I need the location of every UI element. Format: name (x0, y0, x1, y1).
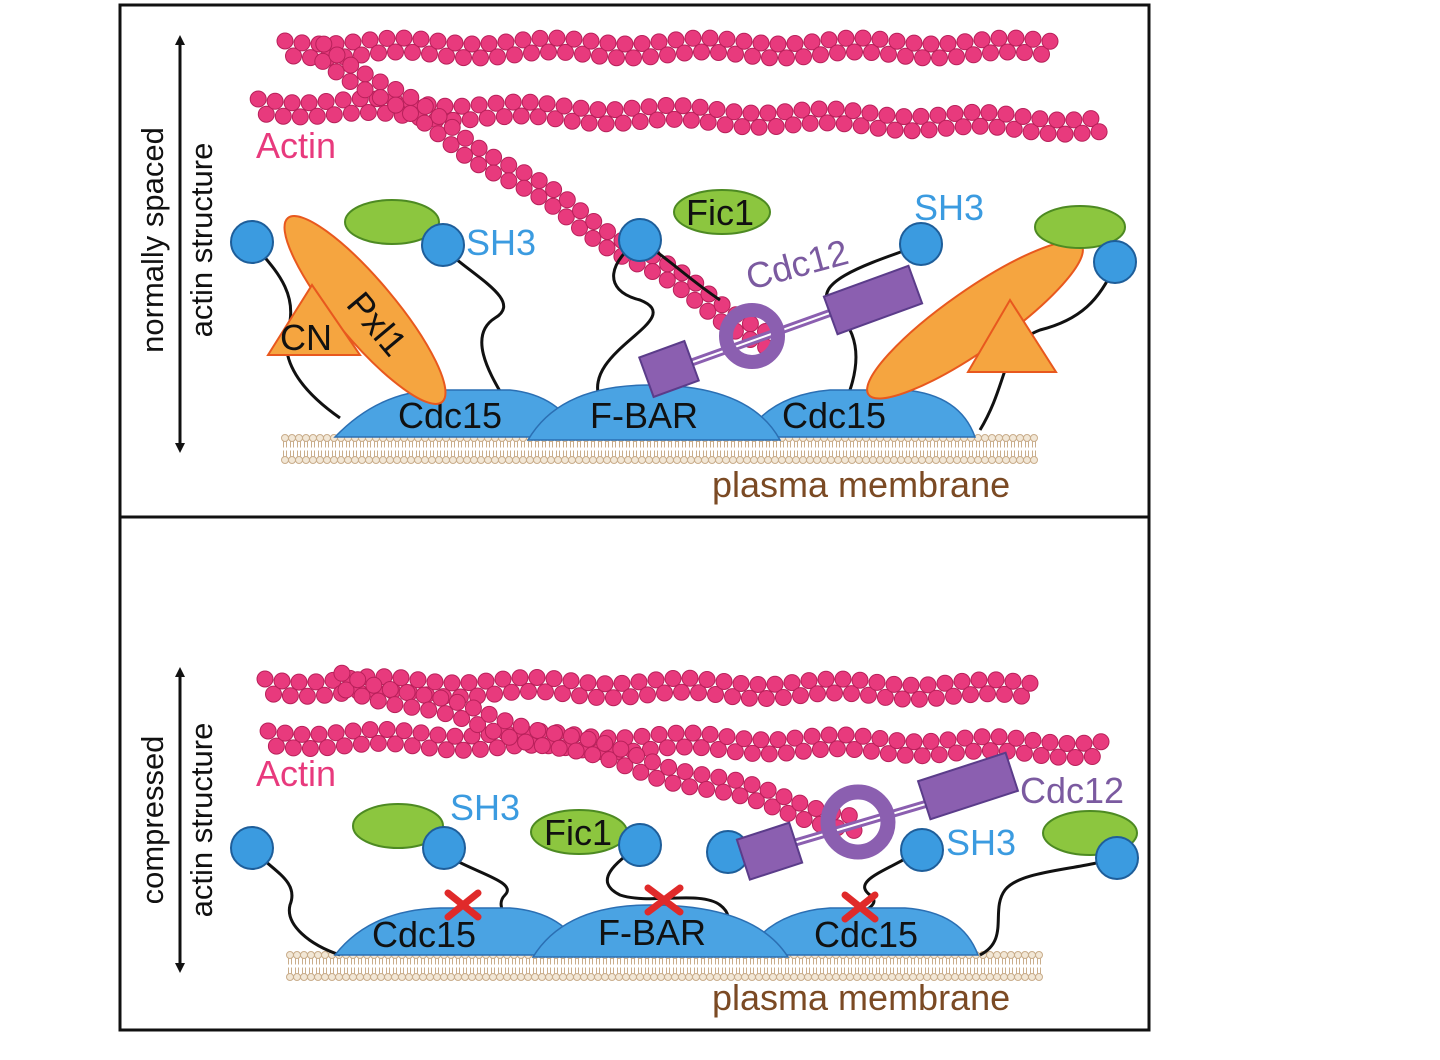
cn-label: CN (280, 317, 332, 358)
cdc12-label: Cdc12 (1020, 770, 1124, 811)
cdc12-dimer (637, 264, 924, 399)
fic1-protein (673, 189, 771, 235)
fbar-label: F-BAR (590, 395, 698, 436)
sh3-label-right: SH3 (914, 187, 984, 228)
actin-filaments (249, 29, 1108, 356)
sh3-domain (1093, 240, 1137, 284)
cdc15-right-label: Cdc15 (782, 395, 886, 436)
side-label-line1: compressed (135, 736, 170, 905)
cdc12-label: Cdc12 (741, 231, 852, 298)
sh3-domain (900, 828, 944, 872)
sh3-label-left: SH3 (450, 787, 520, 828)
cdc12-dimer (735, 751, 1020, 881)
membrane-label: plasma membrane (712, 977, 1010, 1018)
panel-bottom-frame (118, 515, 1151, 1032)
fic1-label: Fic1 (686, 192, 754, 233)
cn-protein (266, 283, 362, 356)
sh3-label-left: SH3 (466, 222, 536, 263)
fic1-label: Fic1 (544, 812, 612, 853)
x-mark-icon (841, 891, 879, 923)
sh3-domain (618, 823, 662, 867)
side-label-line2: actin structure (184, 723, 219, 918)
x-mark-icon (444, 889, 482, 921)
side-label-line1: normally spaced (135, 127, 170, 353)
cdc15-left-label: Cdc15 (372, 914, 476, 955)
sh3-domain (230, 826, 274, 870)
cdc15-left-label: Cdc15 (398, 395, 502, 436)
green-protein-right (1034, 205, 1126, 249)
sh3-domain (618, 218, 662, 262)
panel-bottom: compressed actin structure Actin plasma … (135, 664, 1139, 1018)
fbar-label: F-BAR (598, 912, 706, 953)
actin-label: Actin (256, 753, 336, 794)
pxl1-protein-right (866, 240, 1084, 400)
panel-top: normally spaced actin structure Actin pl… (135, 29, 1137, 505)
x-mark-icon (644, 884, 684, 916)
membrane-label: plasma membrane (712, 464, 1010, 505)
actin-filaments (256, 664, 1110, 839)
side-label-line2: actin structure (184, 143, 219, 338)
green-protein (352, 803, 444, 849)
sh3-domain (230, 220, 274, 264)
cdc15-right-label: Cdc15 (814, 914, 918, 955)
sh3-label-right: SH3 (946, 822, 1016, 863)
sh3-domain (421, 223, 465, 267)
sh3-domain (1095, 836, 1139, 880)
sh3-domain (422, 826, 466, 870)
fbar-domain (531, 904, 790, 958)
cn-protein-right (966, 298, 1058, 373)
green-protein (344, 199, 440, 245)
actin-label: Actin (256, 125, 336, 166)
sh3-domain (899, 222, 943, 266)
